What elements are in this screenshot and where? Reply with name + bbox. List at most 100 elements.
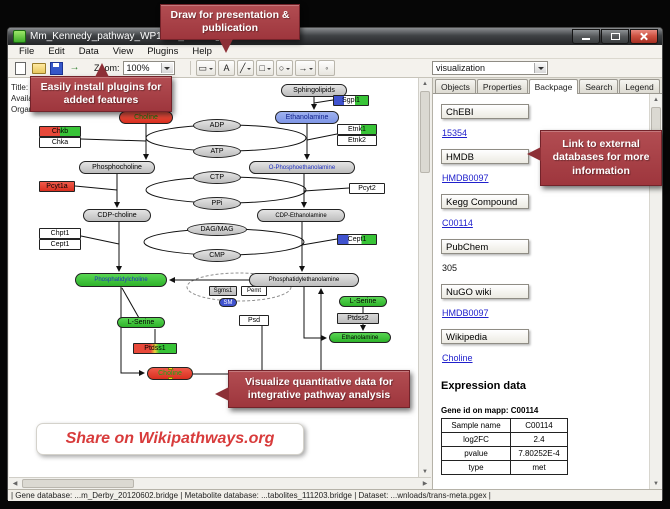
backpage-value-chebi[interactable]: 15354 (442, 128, 468, 138)
menu-data[interactable]: Data (78, 46, 99, 57)
backpage-value-wikipedia[interactable]: Choline (442, 353, 473, 363)
pathway-node-ctp[interactable]: CTP (193, 171, 241, 184)
backpage-value-nugo-wiki[interactable]: HMDB0097 (442, 308, 489, 318)
chevron-down-icon (209, 68, 214, 72)
pathway-node-o-phosphoethanolamine[interactable]: O-Phosphoethanolamine (249, 161, 355, 174)
table-cell: met (510, 460, 568, 475)
anchor-tool[interactable]: ◦ (318, 60, 336, 76)
canvas-horizontal-scrollbar[interactable]: ◀ ▶ (9, 477, 431, 489)
selection-handle[interactable] (148, 377, 150, 379)
pathway-node-l-serine-right[interactable]: L-Serine (339, 296, 387, 307)
scroll-up-icon[interactable]: ▲ (422, 80, 428, 87)
oval-tool[interactable]: ○ (275, 60, 294, 76)
pathway-node-ptdss2[interactable]: Ptdss2 (337, 313, 379, 324)
pathway-node-ppi[interactable]: PPi (193, 197, 241, 210)
arrow-tool[interactable]: → (295, 60, 317, 76)
label-tool-icon: A (223, 63, 230, 73)
pathway-node-choline-selected[interactable]: Choline (147, 367, 193, 380)
caption-buttons (571, 29, 658, 44)
minimize-icon[interactable] (572, 29, 600, 44)
zoom-combobox[interactable]: 100% (122, 61, 175, 75)
pathway-node-phosphatidylcholine[interactable]: Phosphatidylcholine (75, 273, 167, 287)
pathway-node-cept1-right[interactable]: Cept1 (337, 234, 377, 245)
chevron-down-icon[interactable] (160, 63, 173, 73)
open-file-button[interactable] (30, 60, 47, 76)
menu-help[interactable]: Help (192, 46, 212, 57)
menu-edit[interactable]: Edit (48, 46, 65, 57)
pathway-node-choline-top[interactable]: Choline (119, 111, 173, 124)
scroll-down-icon[interactable]: ▼ (422, 468, 428, 475)
chevron-down-icon[interactable] (534, 63, 546, 73)
pathway-node-cmp[interactable]: CMP (193, 249, 241, 262)
pathway-node-etnk2[interactable]: Etnk2 (337, 135, 377, 146)
new-file-button[interactable] (12, 60, 29, 76)
menu-plugins[interactable]: Plugins (147, 46, 179, 57)
pathway-node-cept1-left[interactable]: Cept1 (39, 239, 81, 250)
window-title: Mm_Kennedy_pathway_WP1771_45176.gpml (30, 31, 237, 42)
pathway-node-ptdss1[interactable]: Ptdss1 (133, 343, 177, 354)
vertical-scroll-thumb[interactable] (420, 91, 430, 173)
maximize-icon[interactable] (601, 29, 629, 44)
anchor-tool-icon: ◦ (325, 63, 329, 73)
datanode-tool[interactable]: ▭ (195, 60, 217, 76)
pathway-node-atp[interactable]: ATP (193, 145, 241, 158)
tab-objects[interactable]: Objects (435, 79, 476, 93)
pathway-node-dag-mag[interactable]: DAG/MAG (187, 223, 247, 236)
horizontal-scroll-thumb[interactable] (22, 479, 134, 488)
pathway-node-chpt1[interactable]: Chpt1 (39, 228, 81, 239)
tab-backpage[interactable]: Backpage (528, 79, 579, 94)
line-tool[interactable]: ╱ (237, 60, 255, 76)
label-tool[interactable]: A (218, 60, 236, 76)
pathway-node-chka[interactable]: Chka (39, 137, 81, 148)
backpage-value-hmdb[interactable]: HMDB0097 (442, 173, 489, 183)
pathway-node-ethanolamine-small[interactable]: Ethanolamine (329, 332, 391, 343)
scroll-right-icon[interactable]: ▶ (422, 481, 428, 487)
status-bar: | Gene database: ...m_Derby_20120602.bri… (8, 489, 662, 501)
pathway-node-cdp-choline[interactable]: CDP-choline (83, 209, 151, 222)
menu-file[interactable]: File (19, 46, 35, 57)
pathway-node-psd[interactable]: Psd (239, 315, 269, 326)
canvas-vertical-scrollbar[interactable]: ▲ ▼ (418, 78, 431, 477)
zoom-value: 100% (126, 63, 150, 73)
pathway-node-phosphocholine[interactable]: Phosphocholine (79, 161, 155, 174)
rect-tool[interactable]: □ (256, 60, 274, 76)
pathway-node-sgms1[interactable]: Sgms1 (209, 286, 237, 296)
pathway-node-etnk1[interactable]: Etnk1 (337, 124, 377, 135)
pathway-node-pcyt2[interactable]: Pcyt2 (349, 183, 385, 194)
selection-handle[interactable] (168, 368, 173, 370)
open-folder-icon (31, 62, 46, 74)
selection-handle[interactable] (148, 368, 150, 370)
selection-handle[interactable] (190, 368, 192, 370)
pathway-node-adp[interactable]: ADP (193, 119, 241, 132)
tab-search[interactable]: Search (579, 79, 619, 93)
close-icon[interactable] (630, 29, 658, 44)
scroll-up-icon[interactable]: ▲ (653, 96, 659, 103)
save-button[interactable] (48, 60, 65, 76)
scroll-left-icon[interactable]: ◀ (12, 481, 18, 487)
pathway-node-ethanolamine-top[interactable]: Ethanolamine (275, 111, 339, 124)
canvas-info-label: Organis (11, 105, 40, 114)
selection-handle[interactable] (190, 377, 192, 379)
pathway-node-cdp-ethanolamine[interactable]: CDP-Ethanolamine (257, 209, 345, 222)
pathway-node-sgpl1[interactable]: Sgpl1 (333, 95, 369, 106)
export-button[interactable]: → (66, 60, 83, 76)
pathway-node-sphingolipids[interactable]: Sphingolipids (281, 84, 347, 97)
save-disk-icon (50, 61, 63, 75)
pathway-node-pemt[interactable]: Pemt (241, 286, 267, 296)
visualization-value: visualization (436, 63, 486, 73)
pathway-node-pcyt1a[interactable]: Pcyt1a (39, 181, 75, 192)
scroll-down-icon[interactable]: ▼ (653, 480, 659, 487)
selection-handle[interactable] (168, 377, 173, 379)
pathway-node-l-serine-left[interactable]: L-Serine (117, 317, 165, 328)
tab-legend[interactable]: Legend (619, 79, 660, 93)
tab-properties[interactable]: Properties (476, 79, 528, 93)
pathway-node-sm[interactable]: SM (219, 298, 237, 307)
menu-view[interactable]: View (112, 46, 134, 57)
backpage-value-kegg-compound[interactable]: C00114 (442, 218, 473, 228)
visualization-combobox[interactable]: visualization (432, 61, 548, 75)
pathway-node-phosphatidylethanolamine[interactable]: Phosphatidylethanolamine (249, 273, 359, 287)
pathway-node-chkb[interactable]: Chkb (39, 126, 81, 137)
